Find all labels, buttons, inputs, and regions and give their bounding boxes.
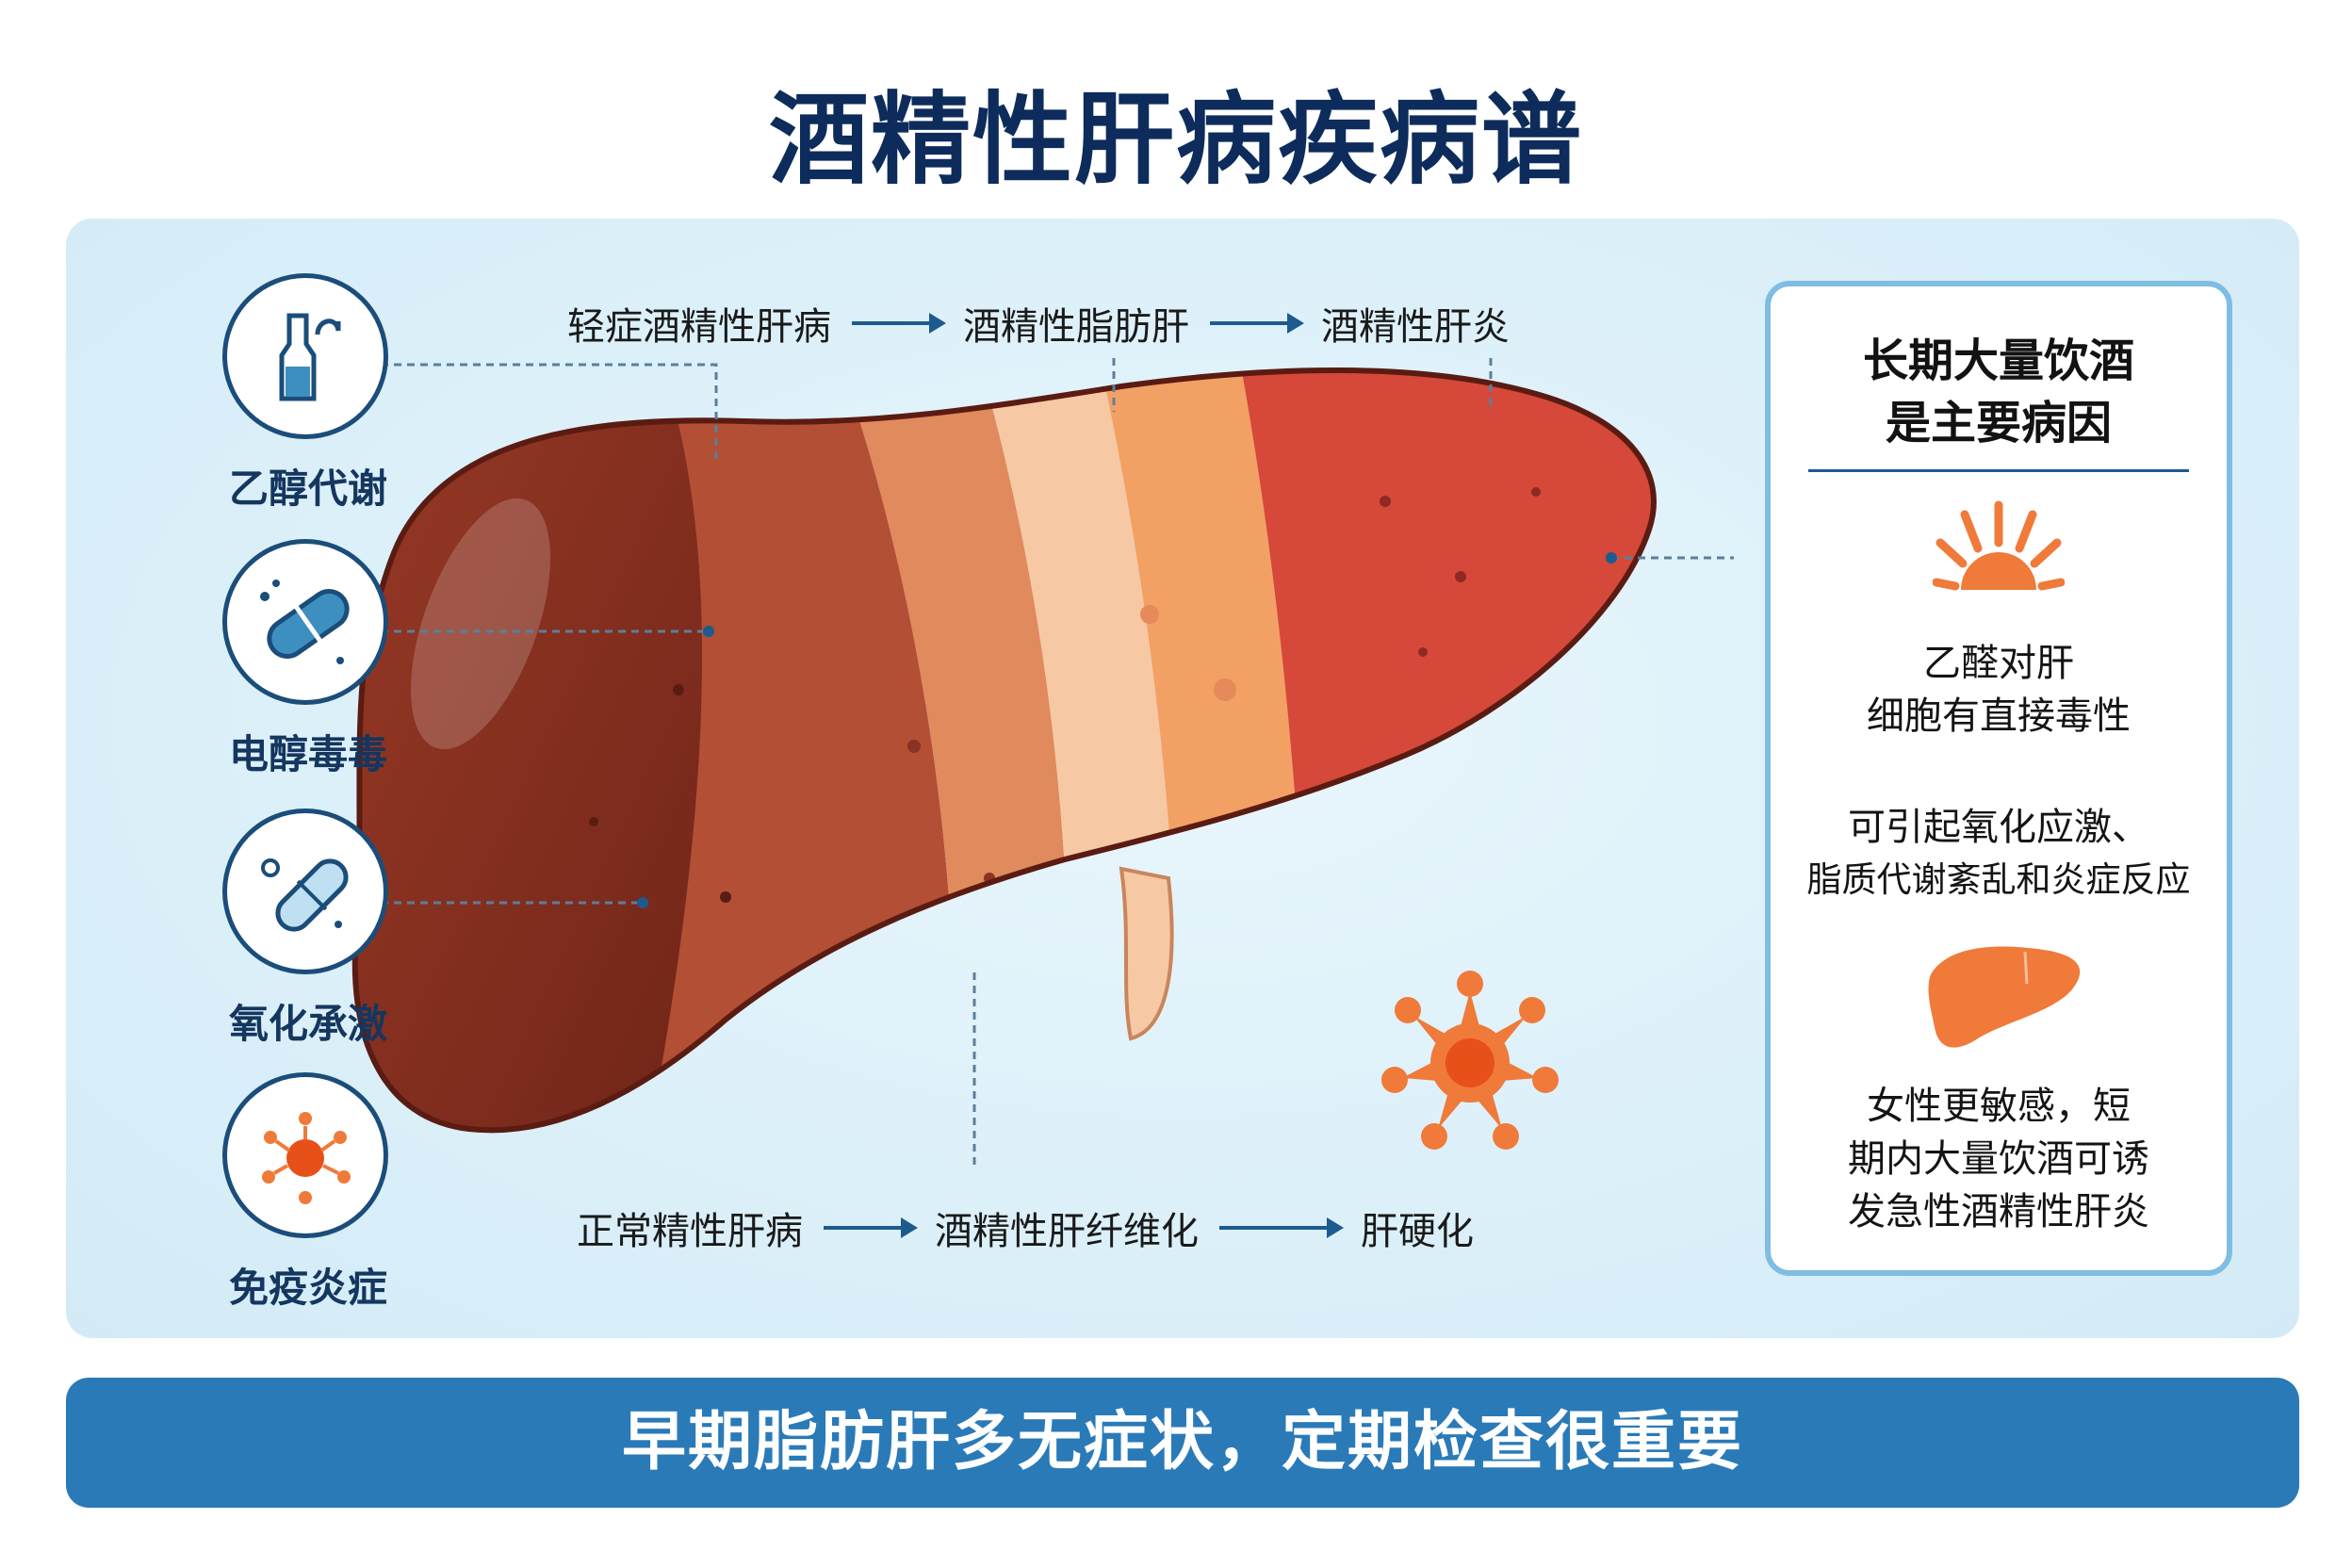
bottom-banner: 早期脂肪肝多无症状，定期检查很重要 [66, 1378, 2299, 1508]
arrow-icon [824, 1217, 918, 1238]
mechanism-icon-column: 乙醇代谢 电醇毒毒 [153, 219, 464, 1338]
stage-mild-ald: 轻症酒精性肝病 [567, 305, 831, 349]
stage-fatty-liver: 酒精性脂肪肝 [963, 305, 1189, 349]
info-point-acetaldehyde: 乙醛对肝 细胞有直接毒性 [1867, 642, 2131, 738]
stage-cirrhosis: 肝硬化 [1361, 1210, 1474, 1253]
info-point-oxidative: 可引起氧化应激、 脂质代谢紊乱和炎症反应 [1806, 806, 2191, 900]
arrow-icon [852, 313, 946, 334]
immune-inflammation-icon [222, 1072, 388, 1238]
oxidative-stress-icon [222, 808, 388, 974]
stage-hepatitis: 酒精性肝炎 [1321, 305, 1510, 349]
info-divider [1808, 469, 2189, 472]
sun-burst-icon [1933, 500, 2065, 591]
ethanol-metabolism-icon [222, 273, 388, 439]
stage-normal: 正常精性肝病 [577, 1210, 803, 1253]
page-title: 酒精性肝病疾病谱 [769, 82, 1583, 198]
top-stage-progression: 轻症酒精性肝病 酒精性脂肪肝 酒精性肝炎 [567, 296, 1510, 351]
info-point-women: 女性更敏感，短 期内大量饮酒可诱 发急性酒精性肝炎 [1848, 1085, 2149, 1233]
diagram-panel: 乙醇代谢 电醇毒毒 [66, 219, 2299, 1338]
immune-cell-icon [1381, 971, 1559, 1150]
liver-icon [1928, 946, 2081, 1048]
info-title: 长期大量饮酒 是主要病因 [1862, 335, 2134, 449]
arrow-icon [1219, 1217, 1344, 1238]
cause-info-box: 长期大量饮酒 是主要病因 乙醛对肝 细胞有直接毒性 可引起氧化应激、 脂质代谢紊… [1765, 281, 2232, 1276]
stage-fibrosis: 酒精性肝纤维化 [935, 1210, 1199, 1253]
arrow-icon [1210, 313, 1304, 334]
ethanol-toxicity-icon [222, 539, 388, 705]
bottom-stage-progression: 正常精性肝病 酒精性肝纤维化 肝硬化 [577, 1200, 1474, 1255]
liver-illustration [341, 358, 1734, 1170]
